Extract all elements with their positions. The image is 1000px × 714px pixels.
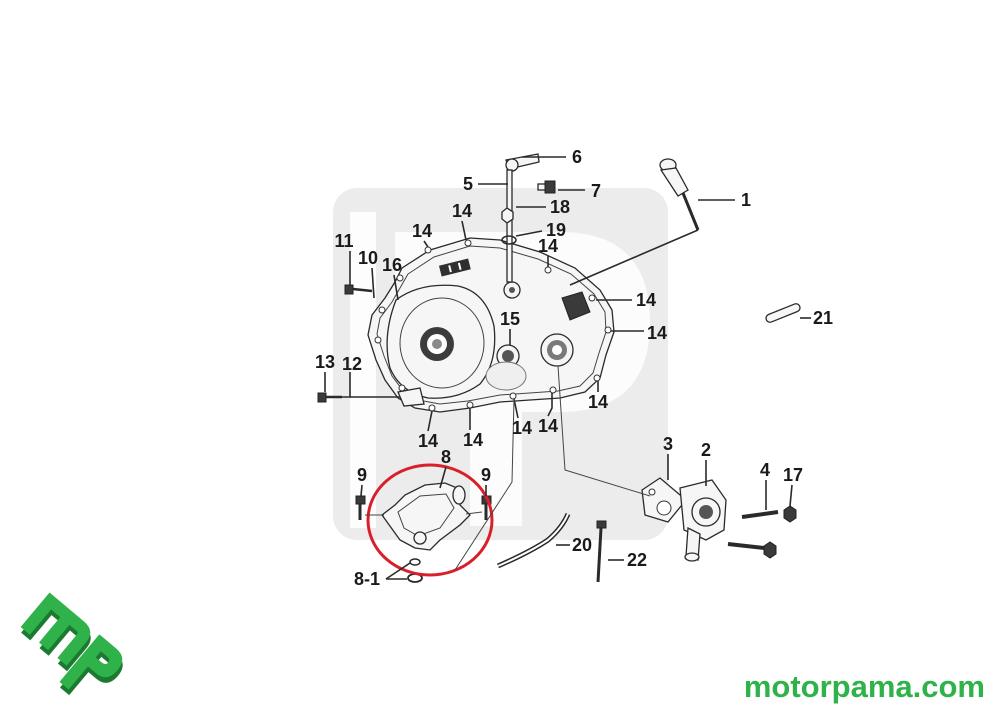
cover-emblem bbox=[438, 258, 471, 277]
callout-14: 14 bbox=[463, 430, 483, 450]
highlight-circle bbox=[366, 463, 494, 577]
bolt-holes bbox=[374, 239, 612, 412]
callout-7: 7 bbox=[591, 181, 601, 201]
bolt-13 bbox=[317, 392, 342, 403]
pump-cover-8 bbox=[381, 482, 471, 551]
engine-side-cover bbox=[367, 237, 615, 413]
callout-19: 19 bbox=[546, 220, 566, 240]
hose-20 bbox=[496, 512, 571, 569]
washer-18 bbox=[501, 207, 514, 224]
o-ring-19 bbox=[501, 235, 517, 245]
callout-9: 9 bbox=[357, 465, 367, 485]
studs-4 bbox=[727, 510, 779, 550]
callout-1: 1 bbox=[741, 190, 751, 210]
callout-15: 15 bbox=[500, 309, 520, 329]
callout-8-1: 8-1 bbox=[354, 569, 380, 589]
callout-14: 14 bbox=[512, 418, 532, 438]
bolt-11 bbox=[344, 284, 373, 295]
nuts-17 bbox=[763, 505, 797, 559]
pump-housing-2 bbox=[679, 479, 727, 562]
callout-14: 14 bbox=[538, 236, 558, 256]
callout-18: 18 bbox=[550, 197, 570, 217]
callout-14: 14 bbox=[412, 221, 432, 241]
callout-17: 17 bbox=[783, 465, 803, 485]
callout-3: 3 bbox=[663, 434, 673, 454]
callout-14: 14 bbox=[538, 416, 558, 436]
callout-11: 11 bbox=[334, 231, 353, 251]
callout-13: 13 bbox=[315, 352, 335, 372]
callout-14: 14 bbox=[647, 323, 667, 343]
callout-14: 14 bbox=[588, 392, 608, 412]
site-watermark: motorpama.com bbox=[744, 669, 985, 704]
callout-21: 21 bbox=[813, 308, 833, 328]
callout-9: 9 bbox=[481, 465, 491, 485]
leader-lines bbox=[324, 156, 811, 580]
callout-8: 8 bbox=[441, 447, 451, 467]
callout-20: 20 bbox=[572, 535, 592, 555]
oil-filler-boss bbox=[561, 291, 591, 321]
callout-14: 14 bbox=[636, 290, 656, 310]
dipstick-1 bbox=[659, 158, 700, 231]
bolt-9-left bbox=[355, 495, 366, 520]
inspection-window bbox=[485, 361, 527, 391]
callout-5: 5 bbox=[463, 174, 473, 194]
bolt-7 bbox=[537, 180, 556, 194]
callout-14: 14 bbox=[418, 431, 438, 451]
pin-21 bbox=[765, 303, 801, 323]
o-ring-8-1 bbox=[407, 558, 423, 583]
callout-2: 2 bbox=[701, 440, 711, 460]
callout-labels: 6 5 7 1 14 18 14 19 14 11 10 16 14 21 15… bbox=[315, 147, 833, 589]
shaft-5 bbox=[506, 169, 513, 283]
callout-22: 22 bbox=[627, 550, 647, 570]
callout-12: 12 bbox=[342, 354, 362, 374]
mp-logo bbox=[20, 592, 123, 696]
callout-6: 6 bbox=[572, 147, 582, 167]
callout-4: 4 bbox=[760, 460, 770, 480]
callout-10: 10 bbox=[358, 248, 378, 268]
bolt-22 bbox=[596, 520, 607, 583]
callout-14: 14 bbox=[452, 201, 472, 221]
callout-16: 16 bbox=[382, 255, 402, 275]
